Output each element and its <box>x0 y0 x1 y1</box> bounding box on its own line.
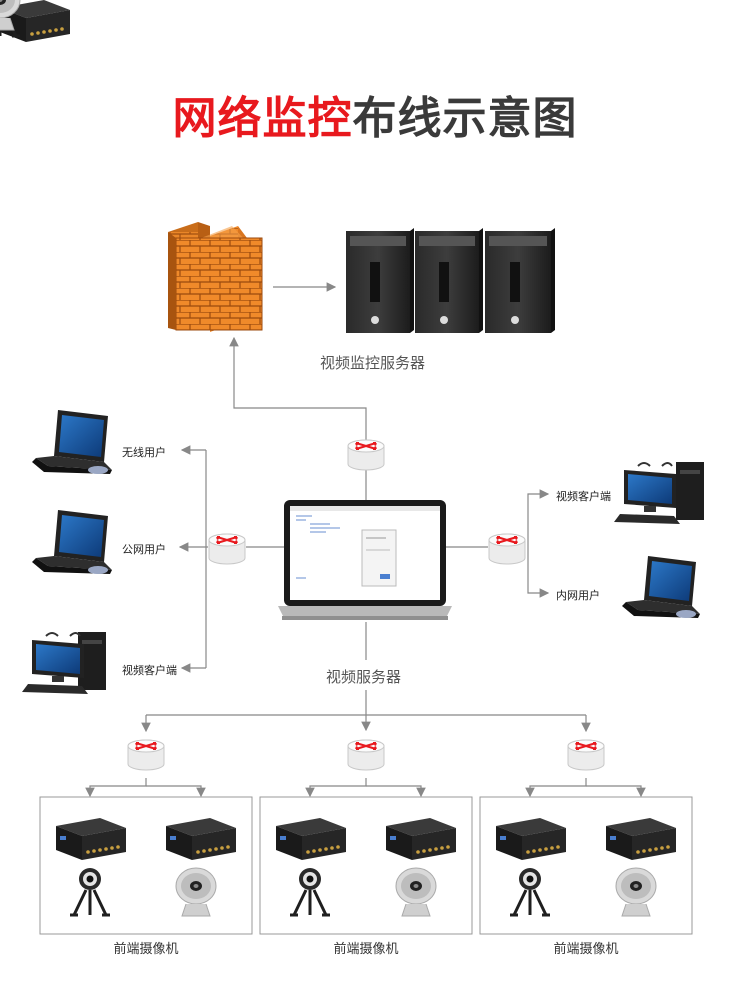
router-icon <box>566 738 606 772</box>
video-server-laptop-icon <box>278 500 452 620</box>
router-icon <box>346 438 386 472</box>
server-tower-icon <box>346 228 414 333</box>
laptop-icon <box>622 556 700 618</box>
desktop-client-icon <box>22 632 106 694</box>
surveillance-server-label: 视频监控服务器 <box>320 354 426 372</box>
camera-group-box <box>479 796 693 935</box>
wireless-user-label: 无线用户 <box>122 446 166 459</box>
camera-group-box <box>39 796 253 935</box>
firewall-icon <box>168 222 263 332</box>
router-icon <box>126 738 166 772</box>
router-icon <box>346 738 386 772</box>
public-user-label: 公网用户 <box>122 543 166 556</box>
laptop-icon <box>32 510 112 574</box>
title-highlight: 网络监控 <box>172 93 353 144</box>
router-icon <box>207 532 247 566</box>
camera-group-label: 前端摄像机 <box>113 942 179 957</box>
router-icon <box>487 532 527 566</box>
diagram-title: 网络监控布线示意图 <box>0 82 750 146</box>
camera-group-box <box>259 796 473 935</box>
camera-group-label: 前端摄像机 <box>553 942 619 957</box>
bullet-camera-icon <box>0 0 21 31</box>
intranet-user-label: 内网用户 <box>556 589 600 602</box>
laptop-icon <box>32 410 112 474</box>
video-client-right-label: 视频客户端 <box>556 490 611 503</box>
video-client-left-label: 视频客户端 <box>122 664 177 677</box>
connection-lines <box>85 282 646 798</box>
title-rest: 布线示意图 <box>352 93 578 144</box>
server-tower-icon <box>415 228 483 333</box>
desktop-client-icon <box>614 462 704 524</box>
camera-group-label: 前端摄像机 <box>333 942 399 957</box>
server-tower-icon <box>485 228 555 333</box>
video-server-label: 视频服务器 <box>326 668 402 686</box>
